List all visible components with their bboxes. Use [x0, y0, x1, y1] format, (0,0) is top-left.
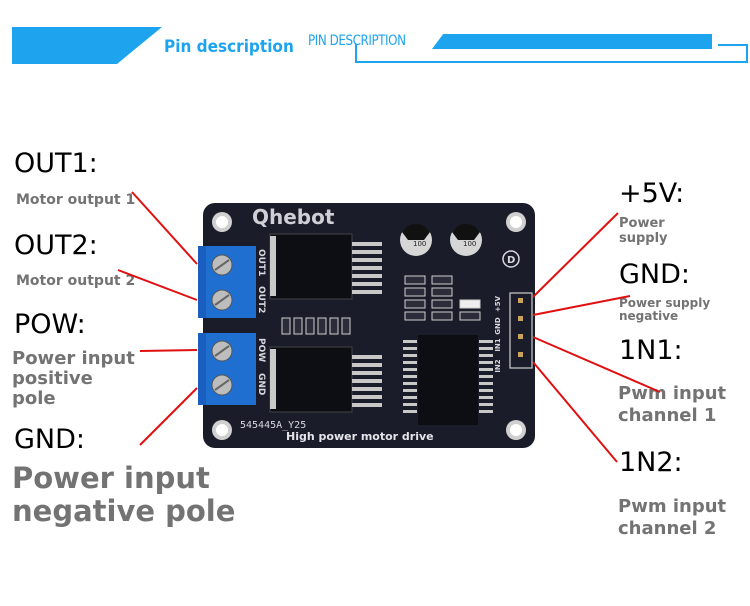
corner-mark-circle	[502, 250, 520, 268]
terminal-block-out	[198, 246, 256, 318]
pin-desc-gnd-right: Power supply negative	[619, 297, 710, 323]
silk-out2: OUT2	[256, 286, 266, 313]
pin-desc-in1-line: channel 1	[618, 405, 717, 426]
mosfet-bottom	[269, 346, 382, 413]
pin-desc-in2-line: Pwm input	[618, 496, 727, 517]
mounting-holes	[212, 212, 526, 440]
pin-desc-gnd-right-line: Power supply	[619, 296, 711, 310]
silk-5v: +5V	[494, 295, 502, 312]
leader-5v	[532, 212, 619, 298]
header-subtitle: PIN DESCRIPTION	[308, 33, 406, 49]
pin-label-in2: 1N2:	[619, 447, 683, 478]
capacitor-1-label: 100	[413, 240, 426, 248]
leader-out1	[131, 191, 198, 265]
pin-desc-gnd-line: negative pole	[12, 494, 236, 528]
pin-desc-out1: Motor output 1	[16, 192, 136, 208]
pin-label-gnd-left: GND:	[14, 424, 86, 455]
capacitor-2: 100	[450, 223, 482, 256]
pin-desc-pow: Power input positive pole	[12, 349, 135, 409]
pin-label-pow: POW:	[14, 309, 86, 340]
pin-desc-pow-line: Power input	[12, 348, 135, 369]
corner-mark: D	[507, 255, 515, 266]
silk-in2: IN2	[494, 359, 502, 372]
leader-out2	[117, 269, 198, 301]
pin-label-5v: +5V:	[619, 178, 685, 209]
terminal-block-power	[198, 333, 256, 405]
pin-label-gnd-right: GND:	[619, 259, 691, 290]
leader-gnd-left	[139, 387, 198, 446]
silk-pow: POW	[256, 338, 266, 362]
silk-in1: IN1	[494, 338, 502, 351]
driver-ic	[403, 335, 493, 425]
pin-label-out1: OUT1:	[14, 148, 98, 179]
capacitor-1: 100	[400, 223, 432, 256]
silk-gnd: GND	[256, 373, 266, 395]
leader-in2	[532, 361, 618, 463]
header-title: Pin description	[164, 37, 294, 57]
smd-resistors-right	[404, 275, 481, 321]
leader-pow	[139, 349, 198, 352]
pin-desc-in1: Pwm input channel 1	[618, 383, 726, 427]
board-caption: High power motor drive	[286, 430, 434, 443]
silk-gnd-header: GND	[494, 317, 502, 335]
header-frame-line	[355, 44, 748, 63]
pin-desc-in2-line: channel 2	[618, 518, 717, 539]
smd-resistors-left	[281, 317, 351, 335]
pin-label-in1: 1N1:	[619, 335, 683, 366]
pin-desc-out2: Motor output 2	[16, 273, 136, 289]
pin-desc-gnd-line: Power input	[12, 461, 210, 495]
mosfet-top	[269, 233, 382, 300]
leader-lines	[117, 191, 661, 463]
pin-desc-in2: Pwm input channel 2	[618, 496, 726, 540]
pin-desc-gnd-right-line: negative	[619, 309, 679, 323]
pin-label-out2: OUT2:	[14, 230, 98, 261]
brand-logo: Qhebot	[252, 205, 335, 229]
pin-desc-5v-line: supply	[619, 231, 668, 246]
header-accent-bar	[432, 34, 712, 49]
leader-in1	[532, 336, 661, 393]
pin-desc-pow-line: pole	[12, 388, 56, 409]
pin-desc-in1-line: Pwm input	[618, 383, 727, 404]
capacitor-2-label: 100	[463, 240, 476, 248]
pin-desc-5v-line: Power	[619, 216, 665, 231]
board-model: 545445A_Y25	[240, 420, 306, 431]
pin-desc-5v: Power supply	[619, 216, 668, 246]
pin-desc-gnd-left: Power input negative pole	[12, 462, 235, 528]
pin-header	[509, 292, 533, 369]
pin-desc-pow-line: positive	[12, 368, 93, 389]
silk-out1: OUT1	[256, 249, 266, 276]
leader-gnd-right	[532, 295, 631, 316]
